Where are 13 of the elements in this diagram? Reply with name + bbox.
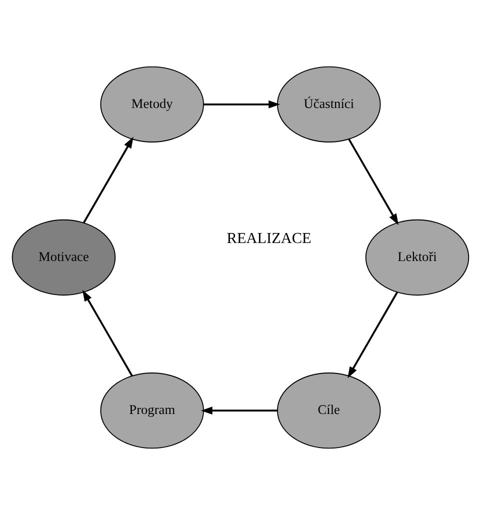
arrow [204,100,280,108]
arrow [348,291,398,378]
arrow [82,136,134,223]
node-ellipse: Program [100,372,204,448]
node-ellipse: Účastníci [276,66,381,142]
arrow [200,406,278,414]
node-ellipse: Metody [100,66,204,142]
arrow [348,138,399,225]
node-ellipse: Motivace [12,218,116,296]
node-ellipse: Cíle [276,372,381,448]
node-ellipse: Lektoři [365,218,470,296]
label: REALIZACE [226,230,312,247]
arrow [82,289,133,376]
